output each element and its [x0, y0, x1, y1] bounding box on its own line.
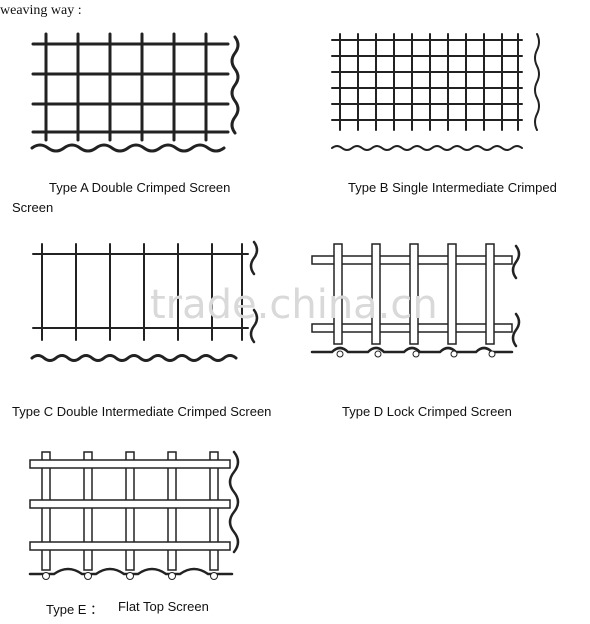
page-heading: weaving way : [0, 3, 82, 18]
caption-type-b-cont: Screen [12, 200, 54, 215]
watermark: trade.china.cn [150, 282, 438, 328]
type-d-diagram [310, 243, 521, 358]
caption-type-e-name: Flat Top Screen [118, 599, 209, 614]
type-b-diagram [331, 33, 540, 151]
caption-type-c: Type C Double Intermediate Crimped Scree… [12, 404, 272, 419]
caption-type-b: Type B Single Intermediate Crimped [348, 180, 557, 195]
type-a-diagram [30, 32, 240, 153]
caption-type-a: Type A Double Crimped Screen [49, 180, 231, 195]
type-c-diagram [30, 240, 259, 362]
caption-type-e-code: Type E ： [46, 602, 104, 617]
type-e-diagram [28, 450, 240, 580]
caption-type-d: Type D Lock Crimped Screen [342, 404, 512, 419]
